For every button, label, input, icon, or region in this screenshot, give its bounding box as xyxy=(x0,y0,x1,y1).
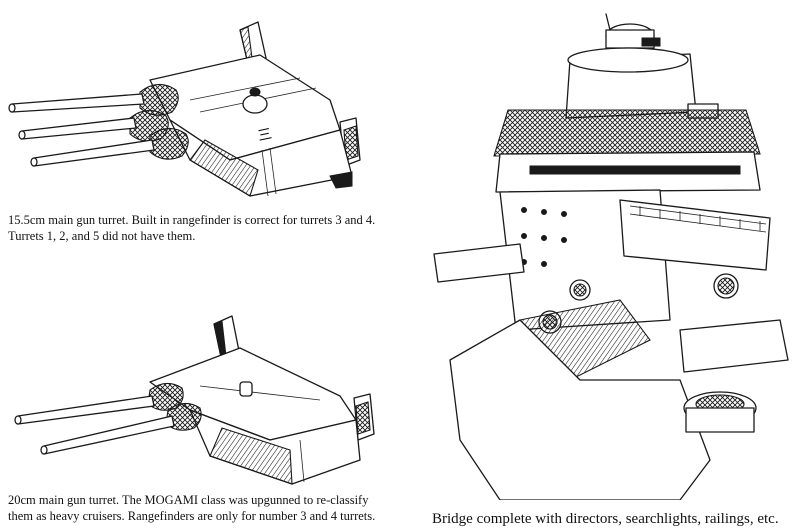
turret-155-illustration: 三 15.5cm main gun turret. Built in range… xyxy=(0,0,400,243)
turret-20-caption: 20cm main gun turret. The MOGAMI class w… xyxy=(8,492,375,524)
turret-155-caption: 15.5cm main gun turret. Built in rangefi… xyxy=(8,212,375,244)
caption-line: them as heavy cruisers. Rangefinders are… xyxy=(8,509,376,523)
bridge-drawing xyxy=(433,13,789,500)
bridge-base xyxy=(449,319,711,500)
bridge-illustration: Bridge complete with directors, searchli… xyxy=(420,0,800,532)
bridge-caption: Bridge complete with directors, searchli… xyxy=(432,510,779,528)
turret-20-illustration: 20cm main gun turret. The MOGAMI class w… xyxy=(0,300,400,523)
gun-mantlets xyxy=(147,382,202,431)
hatch-cap xyxy=(239,381,253,397)
turret-20-drawing xyxy=(14,315,375,485)
gun-barrels xyxy=(14,395,175,455)
caption-line: 15.5cm main gun turret. Built in rangefi… xyxy=(8,213,376,227)
compass-bridge-deck xyxy=(493,109,761,157)
main-director xyxy=(605,13,661,49)
gun-barrels xyxy=(8,93,155,167)
hatch-dome xyxy=(242,94,268,114)
turret-number-marking: 三 xyxy=(256,126,273,145)
caption-line: Bridge complete with directors, searchli… xyxy=(432,511,779,527)
bridge-windows xyxy=(529,165,741,175)
port-wing-platform xyxy=(433,243,525,283)
caption-line: Turrets 1, 2, and 5 did not have them. xyxy=(8,229,196,243)
turret-155-drawing: 三 xyxy=(8,21,361,197)
forward-director xyxy=(683,391,757,433)
caption-line: 20cm main gun turret. The MOGAMI class w… xyxy=(8,493,369,507)
lower-platform xyxy=(679,319,789,373)
portholes xyxy=(521,207,567,267)
gun-mantlets xyxy=(129,83,189,160)
